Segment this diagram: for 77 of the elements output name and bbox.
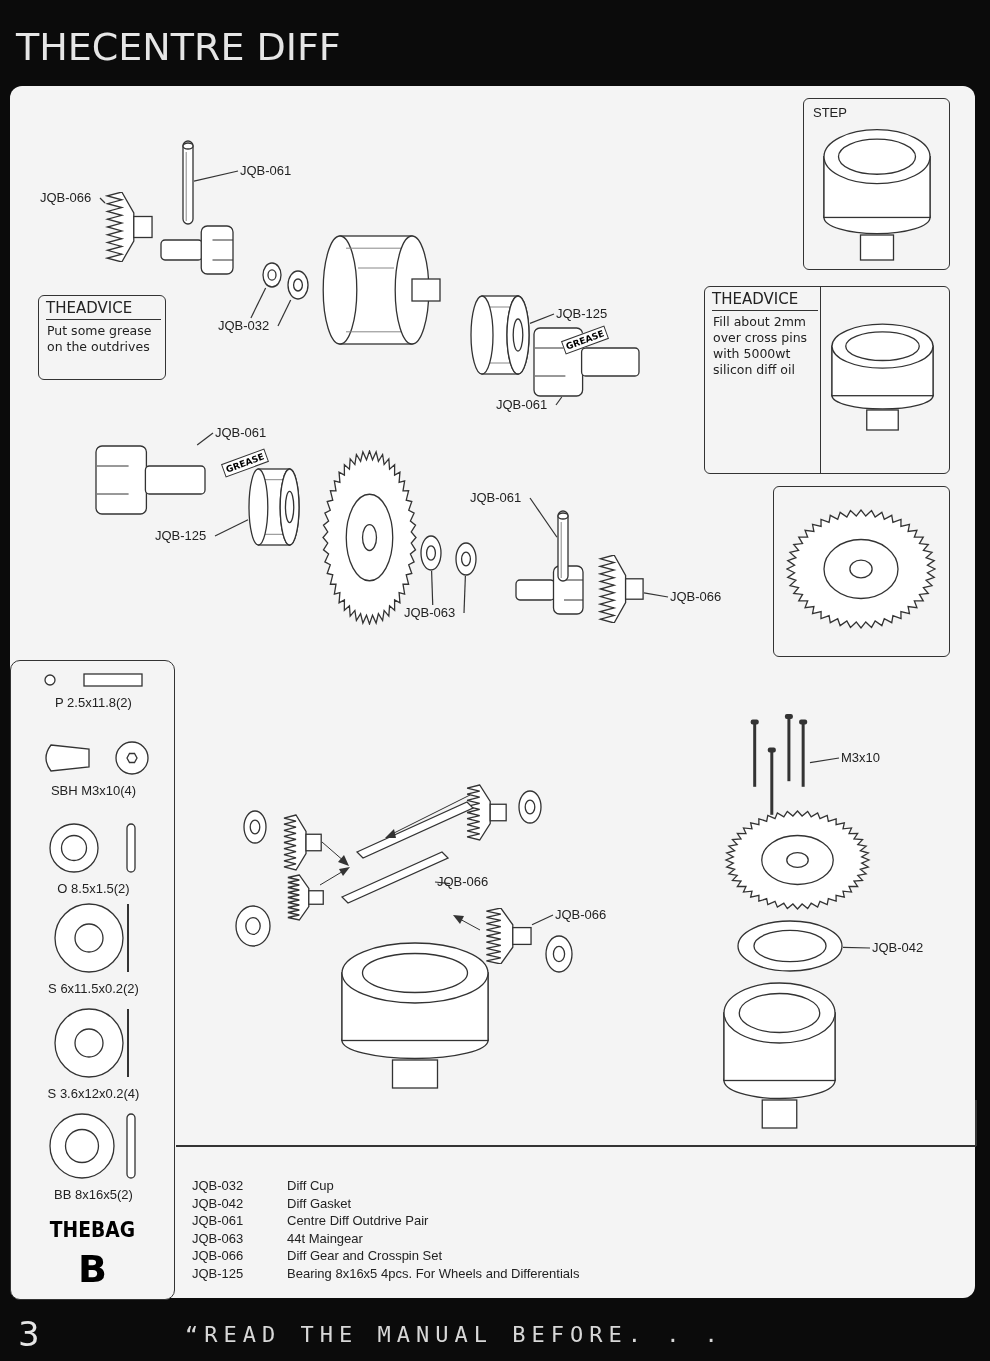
table-cell: Diff Gear and Crosspin Set (287, 1247, 443, 1266)
step-panel (803, 98, 950, 270)
table-cell: JQB-032 (192, 1177, 244, 1195)
part-number-label: JQB-066 (437, 874, 495, 890)
part-number-label: JQB-063 (404, 605, 462, 621)
table-cell: Centre Diff Outdrive Pair (287, 1212, 429, 1231)
leader-line (99, 197, 106, 204)
washer-drawing (455, 542, 477, 576)
leader-line (250, 287, 267, 319)
part-number-label: JQB-042 (872, 940, 930, 956)
table-cell: JQB-125 (192, 1265, 244, 1283)
part-number-label: JQB-066 (555, 907, 613, 923)
bevel-gear-drawing (598, 555, 644, 623)
table-cell: Diff Gasket (287, 1194, 352, 1213)
part-number-label: JQB-061 (240, 163, 298, 179)
advice-panel (38, 295, 166, 380)
leader-line (529, 497, 558, 538)
part-number-label: JQB-061 (496, 397, 554, 413)
advice-text: Put some grease on the outdrives (47, 323, 153, 355)
table-cell: Diff Cup (287, 1177, 334, 1195)
leader-line (196, 432, 214, 446)
hardware-size-label: S 6x11.5x0.2(2) (47, 981, 140, 997)
table-cell: JQB-066 (192, 1247, 244, 1266)
part-number-label: JQB-061 (215, 425, 273, 441)
leader-line (431, 570, 434, 606)
bearing-drawing (470, 295, 530, 375)
table-cell: Bearing 8x16x5 4pcs. For Wheels and Differentials (287, 1265, 580, 1283)
table-cell: JQB-063 (192, 1229, 244, 1248)
leader-line (193, 170, 239, 182)
panel-heading: THEADVICE (46, 299, 161, 320)
bag-letter: B (77, 1247, 108, 1291)
table-cell: JQB-042 (192, 1194, 244, 1213)
bevel-gear-drawing (484, 908, 532, 964)
leader-line (555, 396, 563, 406)
bevel-gear-drawing (105, 192, 153, 262)
outdrive-drawing (533, 327, 641, 397)
washer-drawing (262, 262, 282, 288)
part-number-label: JQB-066 (40, 190, 98, 206)
leader-line (529, 313, 555, 324)
page-number: 3 (18, 1314, 40, 1354)
advice-panel (704, 286, 950, 474)
part-number-label: JQB-125 (155, 528, 213, 544)
gasket-drawing (737, 920, 843, 972)
leader-line (277, 299, 292, 327)
pin-drawing (182, 140, 194, 225)
hardware-size-label: P 2.5x11.8(2) (54, 695, 133, 711)
footer-slogan: “READ THE MANUAL BEFORE. . . (185, 1322, 724, 1347)
pin-drawing (557, 510, 569, 582)
panel-heading: STEP (813, 105, 847, 121)
leader-line (842, 946, 871, 949)
part-number-label: JQB-032 (218, 318, 276, 334)
hardware-size-label: SBH M3x10(4) (49, 783, 138, 799)
diff-cup-drawing (322, 235, 442, 345)
advice-text: Fill about 2mm over cross pins with 5000wt silicon diff oil (713, 314, 809, 378)
part-number-label: JQB-125 (556, 306, 614, 322)
washer-drawing (420, 535, 442, 571)
table-cell: JQB-061 (192, 1212, 244, 1231)
hardware-size-label: O 8.5x1.5(2) (56, 881, 131, 897)
maingear-panel (773, 486, 950, 657)
hardware-size-label: S 3.6x12x0.2(4) (46, 1086, 141, 1102)
leader-line (643, 592, 669, 598)
leader-line (434, 881, 451, 885)
panel-heading: THEADVICE (712, 290, 818, 311)
leader-line (214, 519, 249, 537)
part-number-label: JQB-066 (670, 589, 728, 605)
leader-line (809, 757, 840, 764)
leader-line (531, 914, 554, 926)
part-number-label: JQB-061 (470, 490, 528, 506)
part-number-label: M3x10 (841, 750, 887, 766)
outdrive-drawing (95, 445, 207, 515)
page-title: THECENTRE DIFF (16, 25, 341, 69)
washer-drawing (287, 270, 309, 300)
table-cell: 44t Maingear (287, 1229, 363, 1248)
hardware-size-label: BB 8x16x5(2) (53, 1187, 134, 1203)
bag-heading: THEBAG (48, 1217, 137, 1242)
bag-panel (10, 660, 175, 1300)
leader-line (463, 575, 466, 614)
